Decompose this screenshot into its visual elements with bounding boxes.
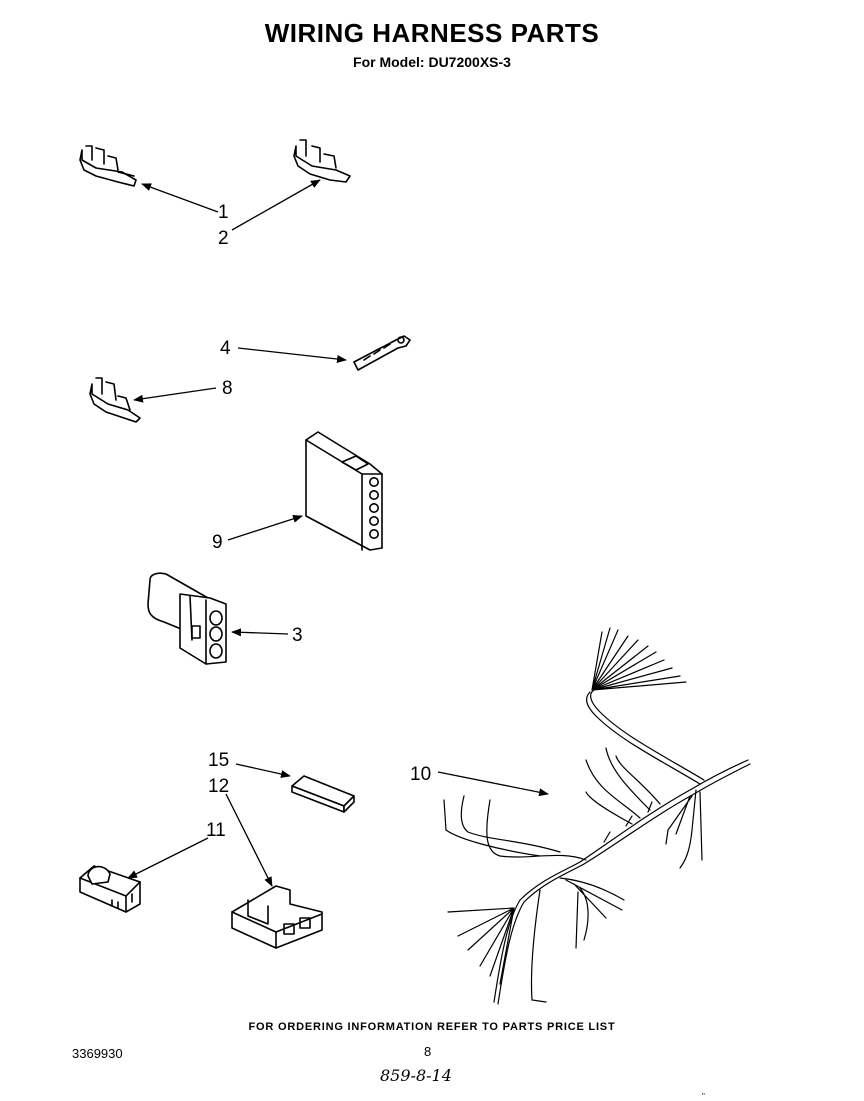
callout-1: 1: [218, 202, 229, 223]
page-number: 8: [424, 1044, 432, 1059]
parts-diagram: 1 2 4 8 9 3 15 12 10 11: [79, 139, 751, 1005]
part-4-tie: [353, 335, 411, 371]
part-12-connector: [231, 885, 323, 949]
model-subtitle: For Model: DU7200XS-3: [353, 54, 511, 70]
callout-4: 4: [220, 338, 231, 359]
part-9-housing: [305, 431, 383, 551]
part-3-connector: [147, 572, 227, 665]
callout-11: 11: [206, 820, 226, 841]
callout-2: 2: [218, 228, 229, 249]
part-11-connector: [79, 865, 141, 913]
callout-10: 10: [410, 764, 431, 785]
document-number: 3369930: [72, 1046, 123, 1061]
callout-9: 9: [212, 532, 223, 553]
callout-8: 8: [222, 378, 233, 399]
part-10-harness: [443, 627, 751, 1005]
callout-3: 3: [292, 625, 303, 646]
leader-lines: [127, 179, 549, 887]
corner-mark: ": [702, 1092, 705, 1101]
part-8-terminal: [89, 377, 141, 423]
callout-12: 12: [208, 776, 229, 797]
part-1-terminal: [79, 145, 137, 187]
ordering-note: FOR ORDERING INFORMATION REFER TO PARTS …: [248, 1021, 616, 1033]
part-2-terminal: [293, 139, 351, 183]
callout-15: 15: [208, 750, 229, 771]
handwritten-code: 859-8-14: [380, 1066, 452, 1085]
page-title: WIRING HARNESS PARTS: [264, 18, 600, 48]
part-15-terminal: [291, 775, 355, 813]
